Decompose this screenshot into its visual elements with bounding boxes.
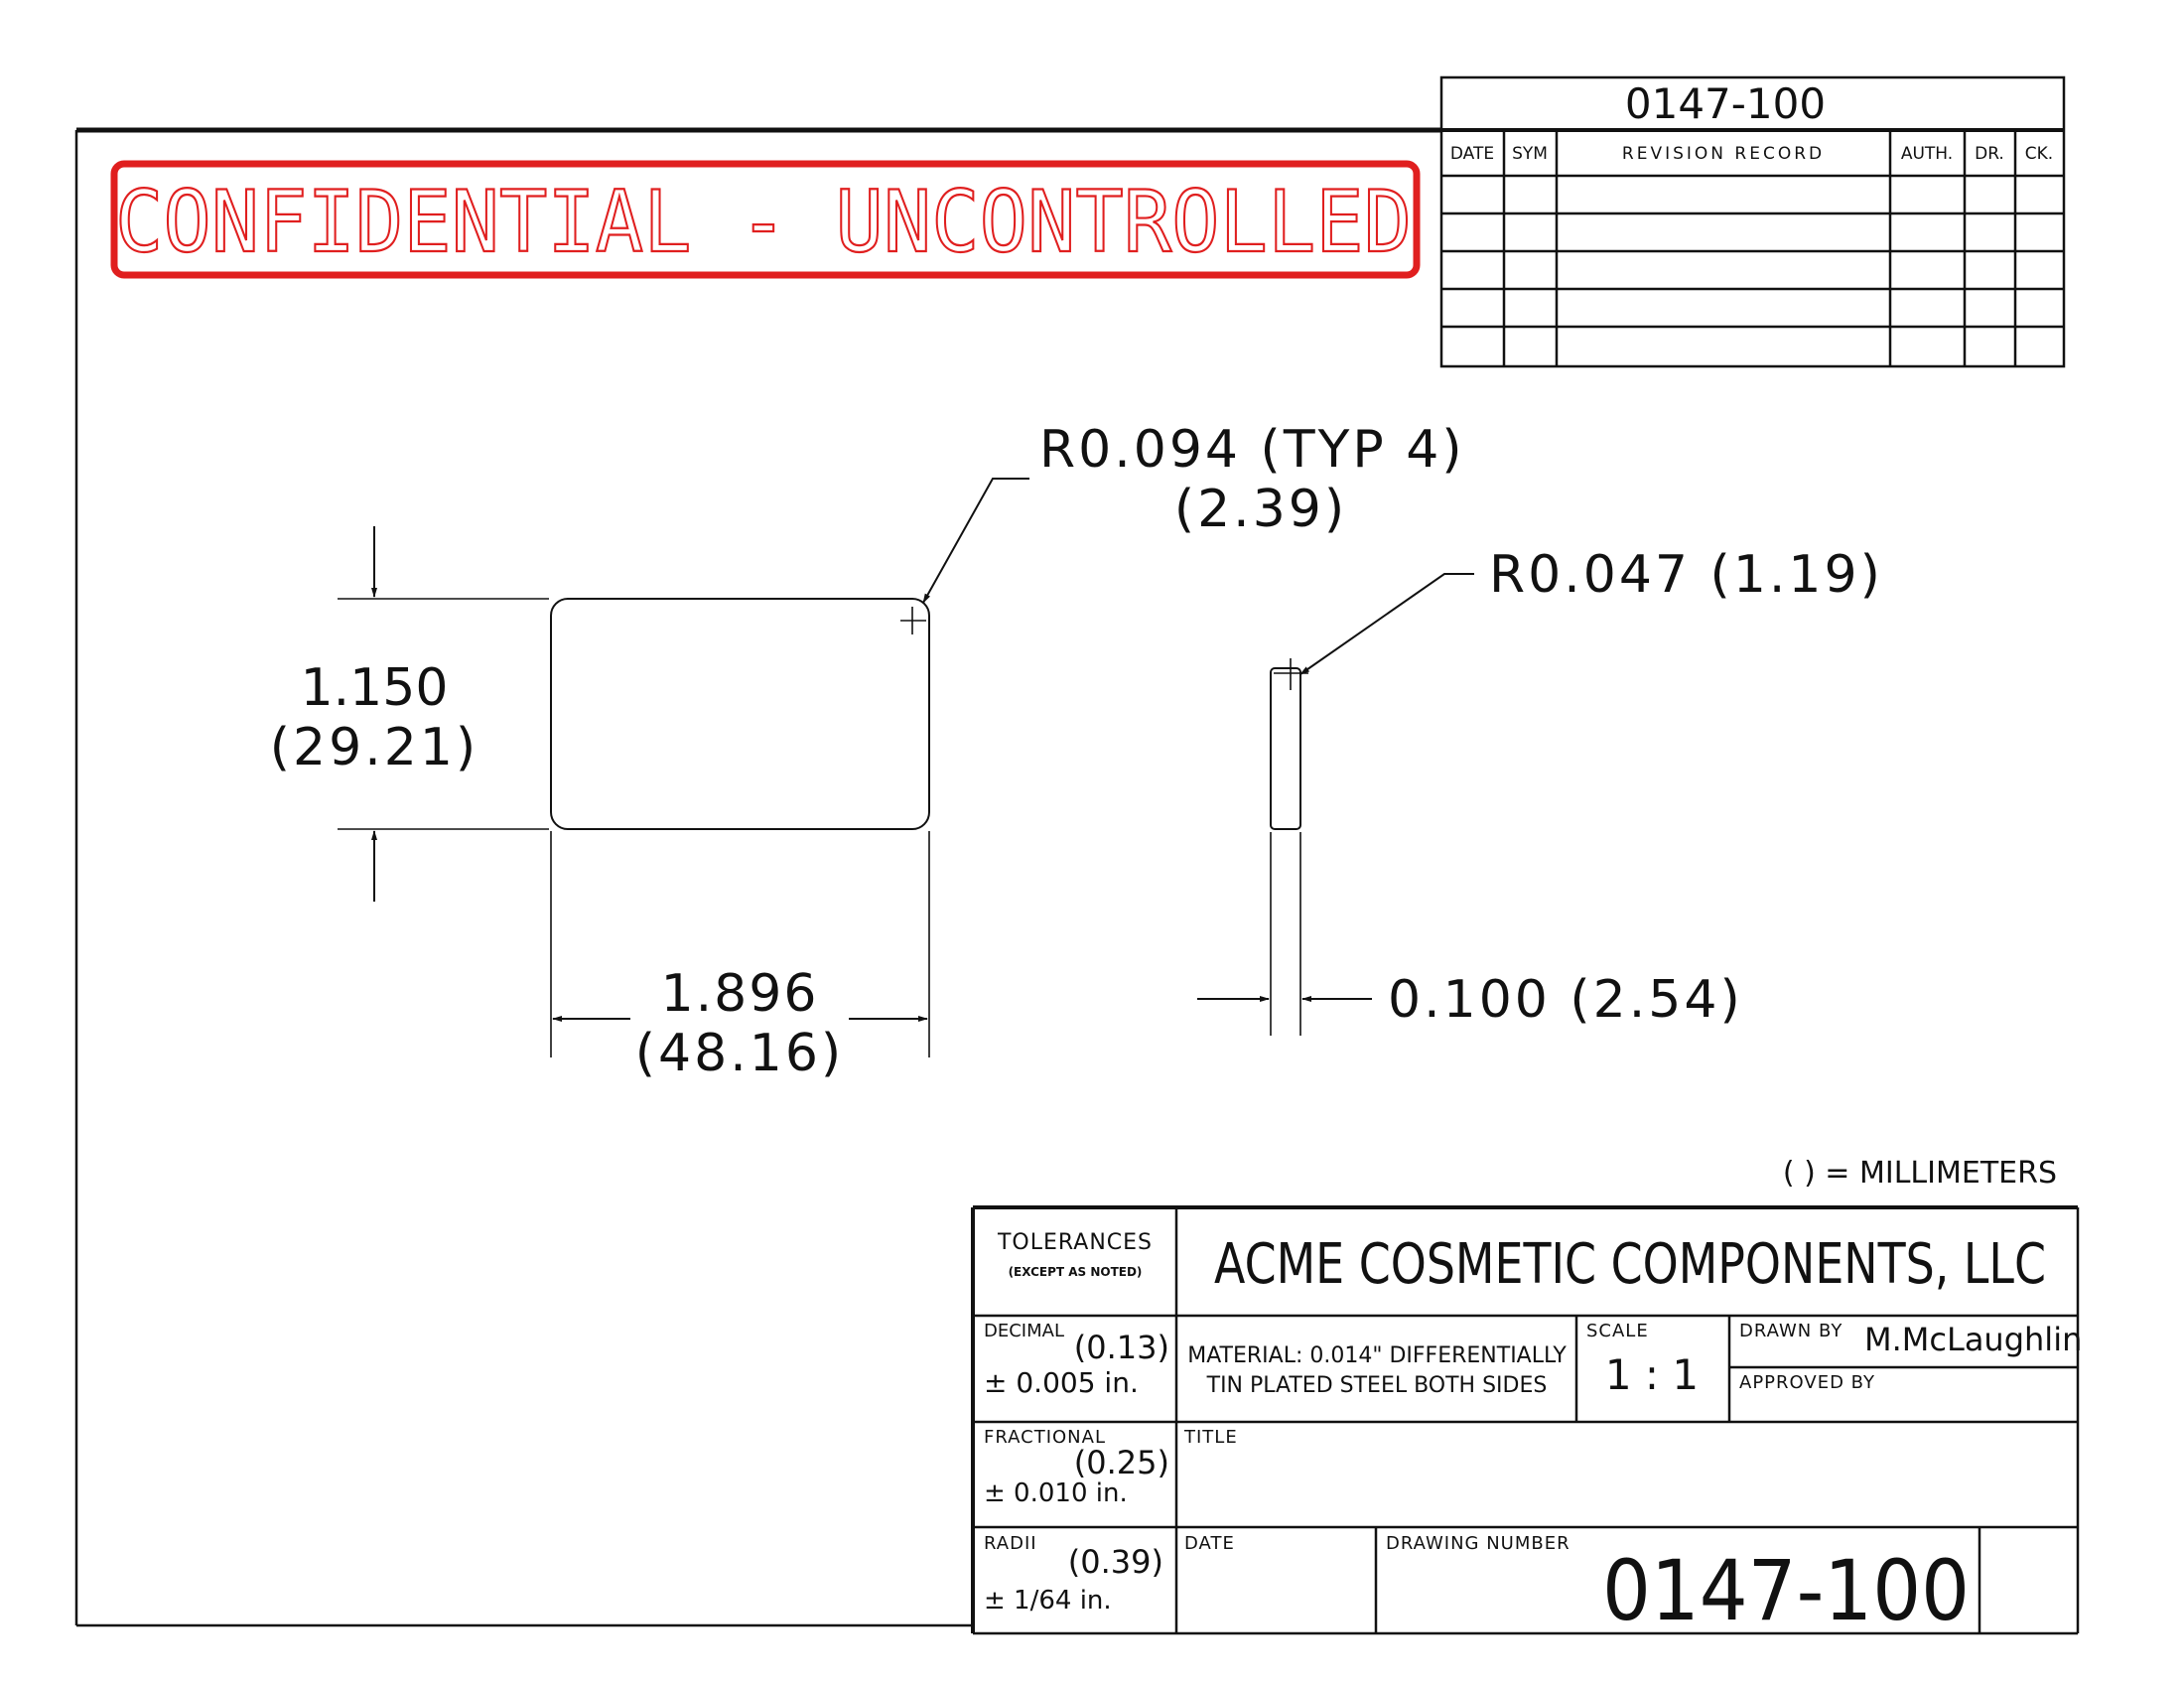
decimal-tolerance: ± 0.005 in. <box>984 1366 1139 1399</box>
part-outline-side <box>1270 667 1301 830</box>
radius-callout-front-mm: (2.39) <box>1174 480 1347 539</box>
date-label: DATE <box>1184 1533 1235 1554</box>
side-view: R0.047 (1.19) 0.100 (2.54) <box>1197 545 1883 1036</box>
revision-block: 0147-100 DATE SYM REVISION RECORD AUTH. … <box>1439 75 2066 368</box>
height-dimension-mm: (29.21) <box>270 718 478 777</box>
drawing-number-top: 0147-100 <box>1625 79 1826 128</box>
thickness-dimension: 0.100 (2.54) <box>1388 970 1743 1030</box>
rev-header-dr: DR. <box>1975 144 2004 164</box>
drawn-by-name: M.McLaughlin <box>1864 1321 2082 1358</box>
radii-tolerance: ± 1/64 in. <box>984 1586 1112 1616</box>
title-label: TITLE <box>1183 1427 1238 1448</box>
drawing-number: 0147-100 <box>1602 1542 1970 1639</box>
width-dimension: 1.896 <box>661 964 819 1024</box>
units-note: ( ) = MILLIMETERS <box>1783 1156 2057 1191</box>
scale-label: SCALE <box>1586 1321 1649 1341</box>
drawing-number-label: DRAWING NUMBER <box>1386 1533 1570 1554</box>
radii-mm: (0.39) <box>1068 1543 1163 1581</box>
fractional-label: FRACTIONAL <box>984 1427 1106 1448</box>
radius-callout-front: R0.094 (TYP 4) <box>1039 420 1465 480</box>
fractional-tolerance: ± 0.010 in. <box>984 1478 1128 1508</box>
front-view: R0.094 (TYP 4) (2.39) 1.150 (29.21) 1.89… <box>270 420 1465 1083</box>
part-outline-front <box>550 598 930 830</box>
width-dimension-mm: (48.16) <box>635 1024 844 1083</box>
confidential-stamp: CONFIDENTIAL - UNCONTROLLED <box>110 160 1421 279</box>
tolerances-sublabel: (EXCEPT AS NOTED) <box>1009 1265 1143 1279</box>
decimal-label: DECIMAL <box>984 1321 1064 1341</box>
decimal-mm: (0.13) <box>1074 1329 1169 1366</box>
sheet-border <box>74 127 1441 1627</box>
radii-label: RADII <box>984 1533 1037 1554</box>
rev-header-sym: SYM <box>1512 144 1548 164</box>
height-dimension: 1.150 <box>301 658 449 718</box>
scale-value: 1 : 1 <box>1605 1350 1699 1399</box>
tolerances-label: TOLERANCES <box>997 1230 1153 1255</box>
radius-callout-side: R0.047 (1.19) <box>1489 545 1883 605</box>
title-block: TOLERANCES (EXCEPT AS NOTED) ACME COSMET… <box>971 1205 2082 1639</box>
material-line-2: TIN PLATED STEEL BOTH SIDES <box>1206 1373 1548 1398</box>
approved-by-label: APPROVED BY <box>1739 1372 1875 1393</box>
rev-header-ck: CK. <box>2025 144 2053 164</box>
material-line-1: MATERIAL: 0.014" DIFFERENTIALLY <box>1187 1343 1567 1368</box>
stamp-text: CONFIDENTIAL - UNCONTROLLED <box>115 173 1412 272</box>
drawn-by-label: DRAWN BY <box>1739 1321 1843 1341</box>
rev-header-record: REVISION RECORD <box>1622 144 1825 164</box>
company-name: ACME COSMETIC COMPONENTS, LLC <box>1214 1232 2046 1297</box>
rev-header-auth: AUTH. <box>1901 144 1953 164</box>
rev-header-date: DATE <box>1450 144 1494 164</box>
fractional-mm: (0.25) <box>1074 1444 1169 1481</box>
